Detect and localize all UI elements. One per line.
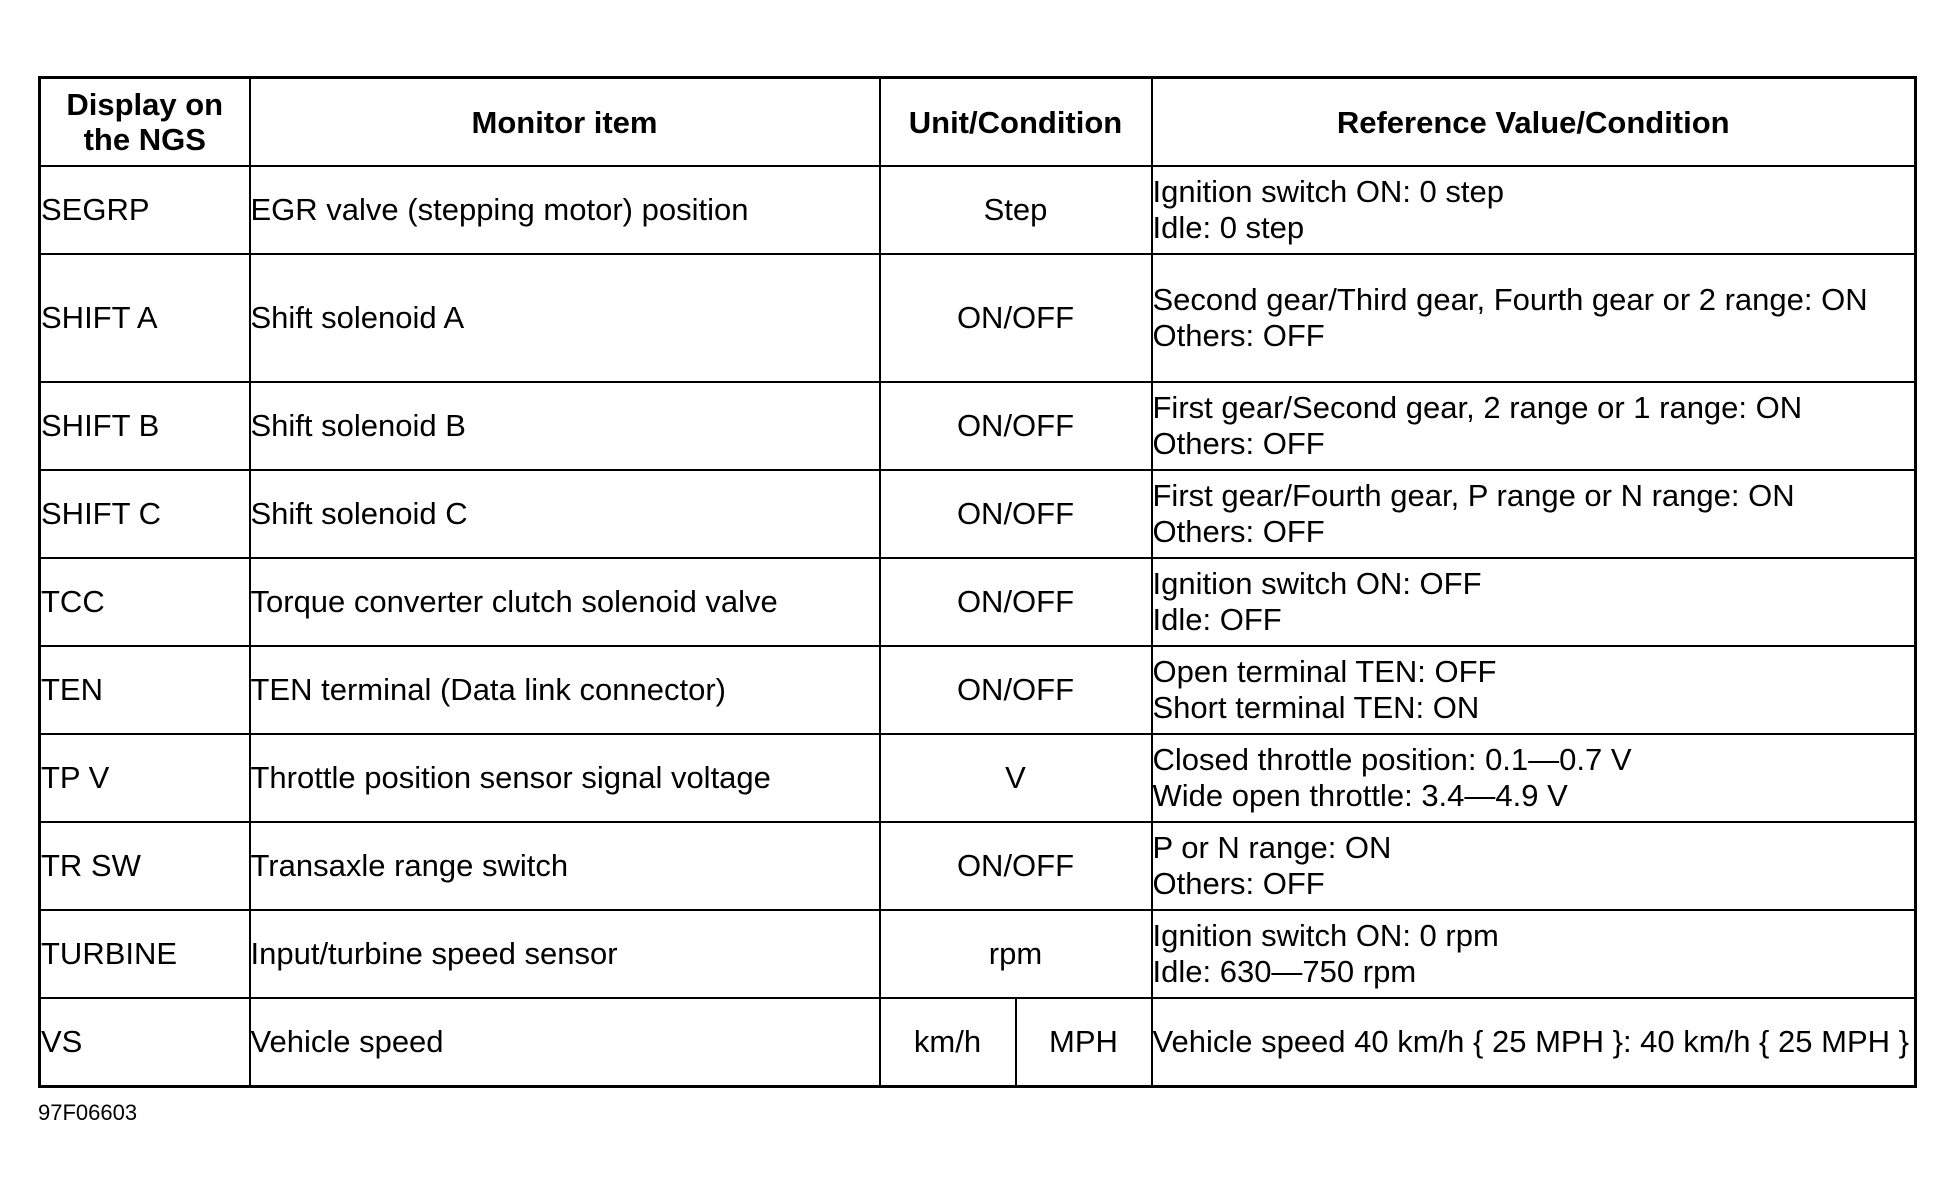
unit-condition: V: [878, 733, 1153, 823]
unit-condition: ON/OFF: [878, 821, 1153, 911]
reference-line: Closed throttle position: 0.1—0.7 V: [1152, 742, 1632, 777]
table-header-row: Display on the NGS Monitor item Unit/Con…: [38, 76, 1917, 167]
table-row: TP V Throttle position sensor signal vol…: [38, 733, 1917, 823]
table-row: TR SW Transaxle range switch ON/OFF P or…: [38, 821, 1917, 911]
unit-condition: ON/OFF: [878, 381, 1153, 471]
header-unit-condition: Unit/Condition: [878, 76, 1153, 167]
reference-value: Ignition switch ON: 0 step Idle: 0 step: [1150, 165, 1917, 255]
table-row: SHIFT B Shift solenoid B ON/OFF First ge…: [38, 381, 1917, 471]
reference-line: Idle: 0 step: [1152, 210, 1305, 245]
table-row: SHIFT C Shift solenoid C ON/OFF First ge…: [38, 469, 1917, 559]
display-code: SHIFT A: [38, 253, 251, 383]
reference-value: Closed throttle position: 0.1—0.7 V Wide…: [1150, 733, 1917, 823]
unit-condition: ON/OFF: [878, 253, 1153, 383]
table-row: TCC Torque converter clutch solenoid val…: [38, 557, 1917, 647]
reference-line: Ignition switch ON: 0 step: [1152, 174, 1505, 209]
reference-line: Others: OFF: [1152, 426, 1325, 461]
unit-condition: ON/OFF: [878, 557, 1153, 647]
header-reference-value: Reference Value/Condition: [1150, 76, 1917, 167]
reference-line: Short terminal TEN: ON: [1152, 690, 1480, 725]
reference-line: Idle: 630—750 rpm: [1152, 954, 1417, 989]
reference-value: First gear/Second gear, 2 range or 1 ran…: [1150, 381, 1917, 471]
monitor-item: Transaxle range switch: [248, 821, 881, 911]
reference-line: Second gear/Third gear, Fourth gear or 2…: [1152, 282, 1868, 317]
figure-id: 97F06603: [38, 1100, 138, 1125]
display-code: SHIFT C: [38, 469, 251, 559]
monitor-item: Vehicle speed: [248, 997, 881, 1088]
monitor-item: Torque converter clutch solenoid valve: [248, 557, 881, 647]
reference-value: P or N range: ON Others: OFF: [1150, 821, 1917, 911]
reference-line: Others: OFF: [1152, 318, 1325, 353]
monitor-item: Throttle position sensor signal voltage: [248, 733, 881, 823]
display-code: TURBINE: [38, 909, 251, 999]
reference-line: First gear/Fourth gear, P range or N ran…: [1152, 478, 1795, 513]
table-row: VS Vehicle speed km/h MPH Vehicle speed …: [38, 997, 1917, 1088]
reference-value: Second gear/Third gear, Fourth gear or 2…: [1150, 253, 1917, 383]
unit-metric: km/h: [878, 997, 1017, 1088]
monitor-item: Shift solenoid C: [248, 469, 881, 559]
monitor-item: Input/turbine speed sensor: [248, 909, 881, 999]
unit-condition: rpm: [878, 909, 1153, 999]
reference-value: Ignition switch ON: OFF Idle: OFF: [1150, 557, 1917, 647]
reference-line: Ignition switch ON: OFF: [1152, 566, 1482, 601]
reference-line: Wide open throttle: 3.4—4.9 V: [1152, 778, 1568, 813]
reference-line: Idle: OFF: [1152, 602, 1282, 637]
unit-imperial: MPH: [1014, 997, 1153, 1088]
display-code: TP V: [38, 733, 251, 823]
display-code: TCC: [38, 557, 251, 647]
monitor-item: Shift solenoid B: [248, 381, 881, 471]
reference-line: Vehicle speed 40 km/h { 25 MPH }: 40 km/…: [1152, 1024, 1909, 1059]
monitor-item-table-container: Display on the NGS Monitor item Unit/Con…: [38, 76, 1917, 1088]
reference-line: Others: OFF: [1152, 514, 1325, 549]
monitor-item: Shift solenoid A: [248, 253, 881, 383]
monitor-item-table: Display on the NGS Monitor item Unit/Con…: [38, 76, 1917, 1088]
monitor-item: EGR valve (stepping motor) position: [248, 165, 881, 255]
table-row: SEGRP EGR valve (stepping motor) positio…: [38, 165, 1917, 255]
unit-condition: Step: [878, 165, 1153, 255]
reference-value: Vehicle speed 40 km/h { 25 MPH }: 40 km/…: [1150, 997, 1917, 1088]
display-code: TR SW: [38, 821, 251, 911]
display-code: SHIFT B: [38, 381, 251, 471]
header-monitor-item: Monitor item: [248, 76, 881, 167]
monitor-item: TEN terminal (Data link connector): [248, 645, 881, 735]
reference-value: Ignition switch ON: 0 rpm Idle: 630—750 …: [1150, 909, 1917, 999]
reference-line: Ignition switch ON: 0 rpm: [1152, 918, 1499, 953]
display-code: SEGRP: [38, 165, 251, 255]
table-row: TURBINE Input/turbine speed sensor rpm I…: [38, 909, 1917, 999]
reference-line: P or N range: ON: [1152, 830, 1392, 865]
reference-line: First gear/Second gear, 2 range or 1 ran…: [1152, 390, 1803, 425]
reference-value: First gear/Fourth gear, P range or N ran…: [1150, 469, 1917, 559]
unit-condition: ON/OFF: [878, 469, 1153, 559]
table-row: TEN TEN terminal (Data link connector) O…: [38, 645, 1917, 735]
unit-condition: ON/OFF: [878, 645, 1153, 735]
header-display-on-ngs: Display on the NGS: [38, 76, 251, 167]
reference-line: Others: OFF: [1152, 866, 1325, 901]
reference-line: Open terminal TEN: OFF: [1152, 654, 1497, 689]
display-code: TEN: [38, 645, 251, 735]
display-code: VS: [38, 997, 251, 1088]
table-row: SHIFT A Shift solenoid A ON/OFF Second g…: [38, 253, 1917, 383]
reference-value: Open terminal TEN: OFF Short terminal TE…: [1150, 645, 1917, 735]
